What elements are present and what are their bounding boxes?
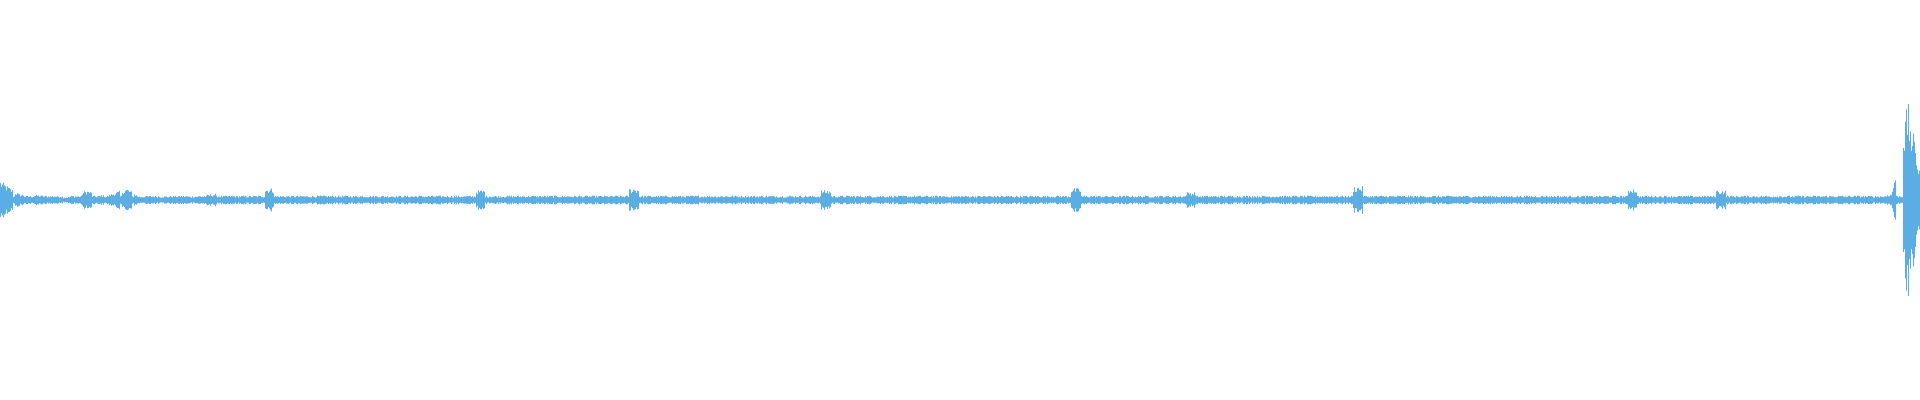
waveform-path — [0, 103, 1920, 297]
waveform-bars — [0, 103, 1920, 297]
